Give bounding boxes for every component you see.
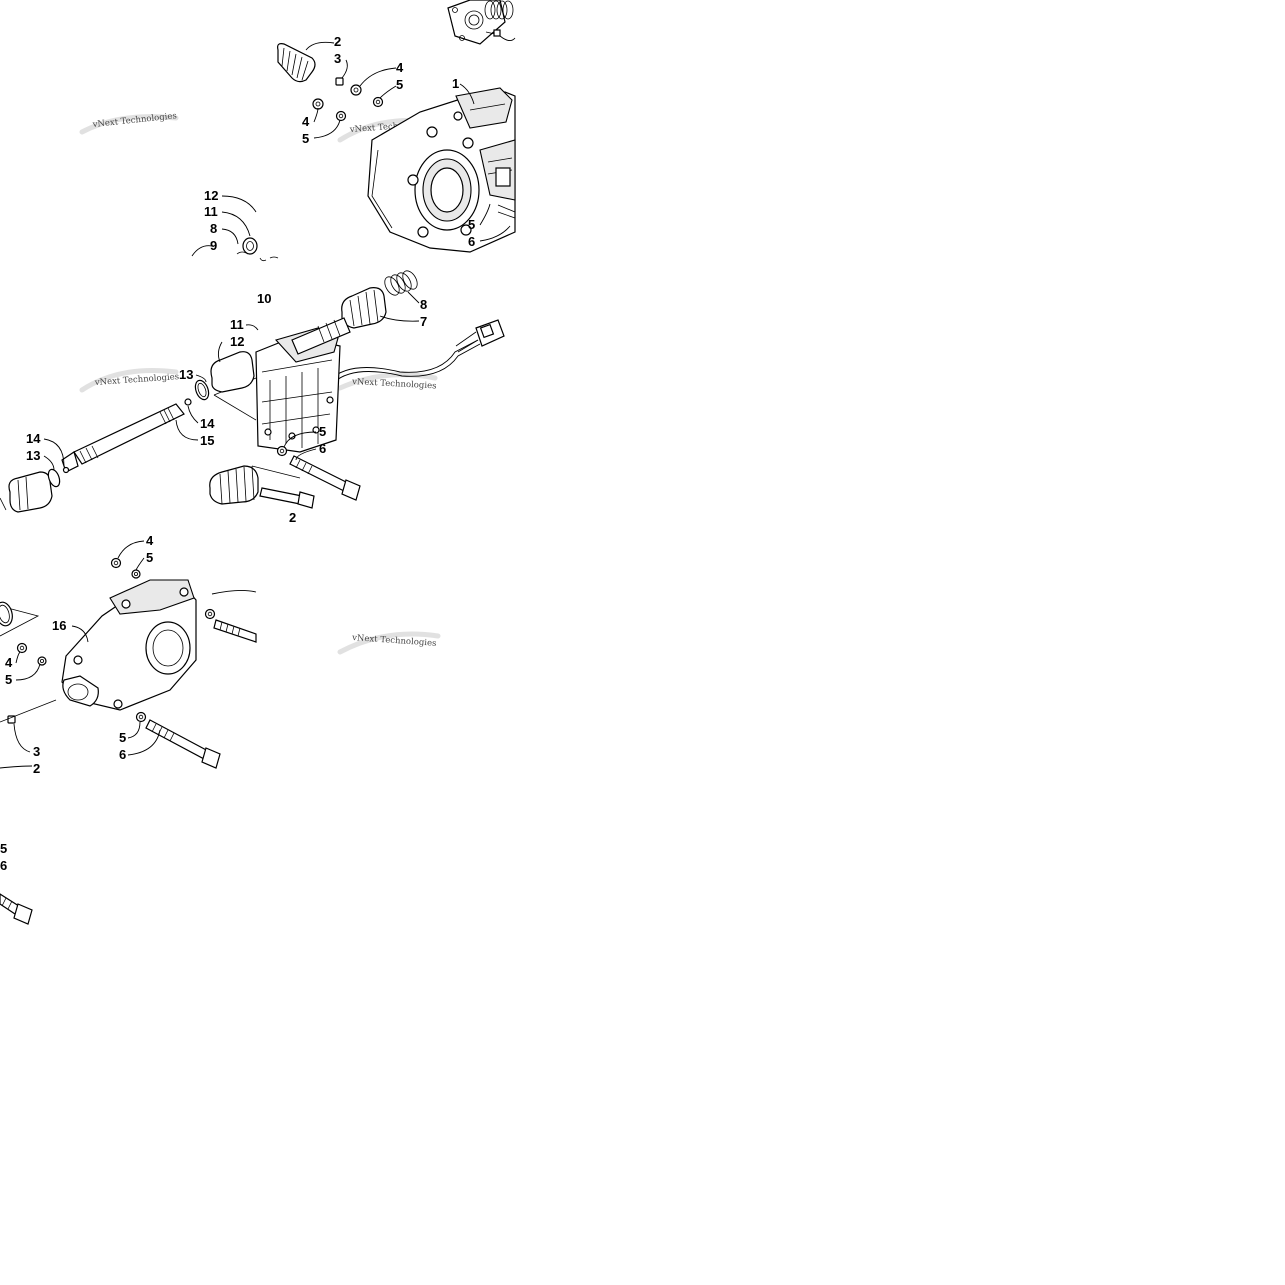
bolt-part-6-center [289,455,361,501]
callout-labels: 1 2 3 4 5 4 5 5 6 12 11 8 9 10 8 7 11 12… [0,34,475,873]
callout-4: 4 [302,114,310,129]
callout-5: 5 [468,217,475,232]
callout-4: 4 [146,533,154,548]
nut-part-4-lower-left [16,642,28,654]
bolt-part-6-lower [145,719,221,769]
callout-3: 3 [33,744,40,759]
washer-part-5-top [372,96,384,108]
callout-6: 6 [319,441,326,456]
callout-10: 10 [257,291,271,306]
watermark-1: vNext Technologies [79,111,179,135]
callout-5: 5 [146,550,153,565]
callout-13: 13 [179,367,193,382]
bolt-right-lower [213,619,257,643]
clamp-part-13 [194,379,210,401]
gear-case-part-1 [367,87,516,253]
watermark-text: vNext Technologies [351,377,437,391]
cropped-part-edge [0,497,7,511]
clamp-part-13-left [47,468,61,488]
callout-3: 3 [334,51,341,66]
nut-part-4-top [350,84,362,96]
nut-part-4-left [312,98,324,110]
watermark-6: vNext Technologies [337,631,441,655]
washer-part-5-lower-top [131,569,141,579]
callout-2: 2 [33,761,40,776]
watermark-3: vNext Technologies [79,367,180,393]
clip-part-14 [184,398,192,406]
top-cover-assembly [447,0,516,45]
callout-11: 11 [204,204,218,219]
callout-5: 5 [5,672,12,687]
center-housing [213,317,351,453]
callout-8: 8 [210,221,217,236]
callout-7: 7 [420,314,427,329]
watermark-text: vNext Technologies [94,372,180,388]
housing-part-16 [0,579,197,711]
callout-6: 6 [468,234,475,249]
drive-shaft-part-15 [61,403,185,473]
leader-lines [0,41,511,769]
callout-16: 16 [52,618,66,633]
callout-5: 5 [319,424,326,439]
callout-5: 5 [119,730,126,745]
callout-4: 4 [5,655,13,670]
callout-12: 12 [230,334,244,349]
callout-4: 4 [396,60,404,75]
small-parts-group [236,237,279,262]
callout-6: 6 [0,858,7,873]
callout-2: 2 [334,34,341,49]
callout-14: 14 [26,431,41,446]
washer-right-lower [204,608,216,620]
clip-part-14-left [62,466,70,474]
callout-1: 1 [452,76,459,91]
spring-part [484,0,514,20]
callout-2: 2 [289,510,296,525]
clamp-part-3-lower [7,715,16,724]
callout-9: 9 [210,238,217,253]
clamp-left-lower [0,601,13,627]
washer-part-5-left [335,110,347,122]
boot-part-left [8,471,53,513]
boot-part-12 [210,351,255,393]
callout-6: 6 [119,747,126,762]
callout-12: 12 [204,188,218,203]
callout-5: 5 [0,841,7,856]
boot-part-2-center [209,465,301,505]
callout-5: 5 [396,77,403,92]
boot-part-2-top [277,43,316,83]
clamp-part-3-top [335,77,344,86]
callout-15: 15 [200,433,214,448]
washer-part-5-lower-left [37,656,47,666]
boot-part-7 [341,287,387,329]
leader-lower-left [0,699,57,723]
callout-14: 14 [200,416,215,431]
nut-part-4-lower-top [110,557,122,569]
watermark-4: vNext Technologies [337,372,438,391]
watermark-text: vNext Technologies [91,111,177,130]
bolt-second-center [259,487,315,509]
wire-harness [329,319,505,385]
callout-8: 8 [420,297,427,312]
callout-13: 13 [26,448,40,463]
washer-part-5-lower-right [135,711,147,723]
washer-part-5-center [276,445,288,457]
callout-5: 5 [302,131,309,146]
bolt-part-6-bottom [0,893,33,925]
callout-11: 11 [230,317,244,332]
spring-part-8 [384,270,418,296]
